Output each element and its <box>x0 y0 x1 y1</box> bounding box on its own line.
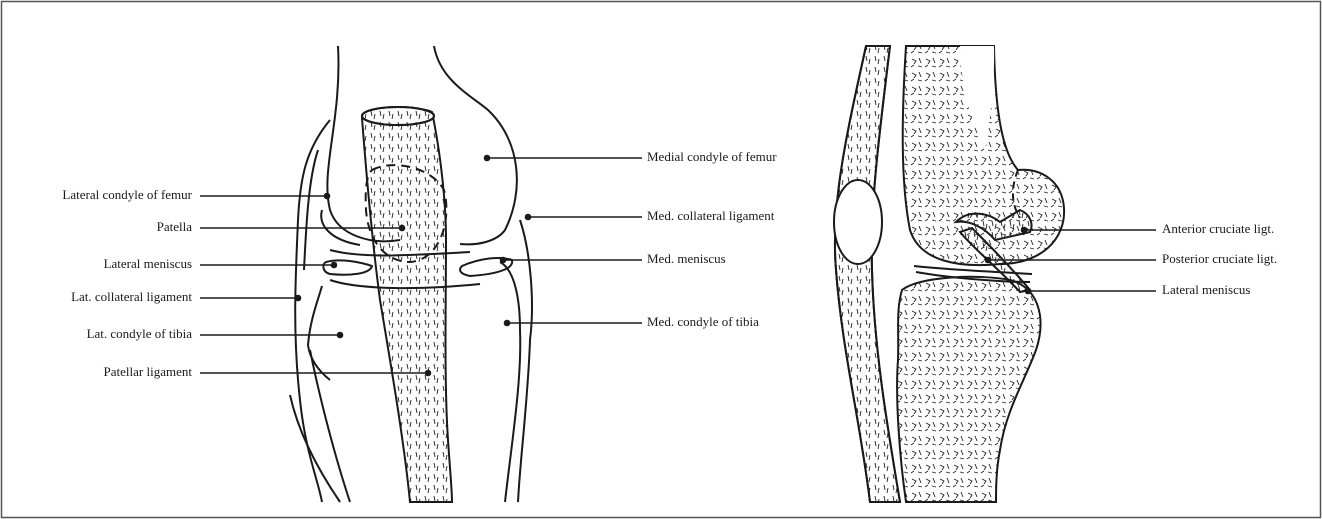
label-patellar-ligament: Patellar ligament <box>104 364 192 380</box>
lateral-meniscus-shape <box>323 260 372 274</box>
tibia-outline <box>500 262 520 502</box>
side-view-knee <box>834 46 1064 502</box>
label-patella: Patella <box>157 219 192 235</box>
label-lat-collateral-ligament: Lat. collateral ligament <box>71 289 192 305</box>
label-lat-condyle-tibia: Lat. condyle of tibia <box>87 326 192 342</box>
label-side-lateral-meniscus: Lateral meniscus <box>1162 282 1250 298</box>
label-med-collateral-ligament: Med. collateral ligament <box>647 208 774 224</box>
label-posterior-cruciate: Posterior cruciate ligt. <box>1162 251 1277 267</box>
label-med-meniscus: Med. meniscus <box>647 251 726 267</box>
side-tibia <box>897 277 1040 502</box>
label-med-condyle-tibia: Med. condyle of tibia <box>647 314 759 330</box>
label-medial-condyle-femur: Medial condyle of femur <box>647 149 777 165</box>
label-anterior-cruciate: Anterior cruciate ligt. <box>1162 221 1274 237</box>
label-lateral-meniscus: Lateral meniscus <box>104 256 192 272</box>
side-patella <box>834 180 882 264</box>
front-view-knee <box>290 46 532 502</box>
label-lateral-condyle-femur: Lateral condyle of femur <box>62 187 192 203</box>
